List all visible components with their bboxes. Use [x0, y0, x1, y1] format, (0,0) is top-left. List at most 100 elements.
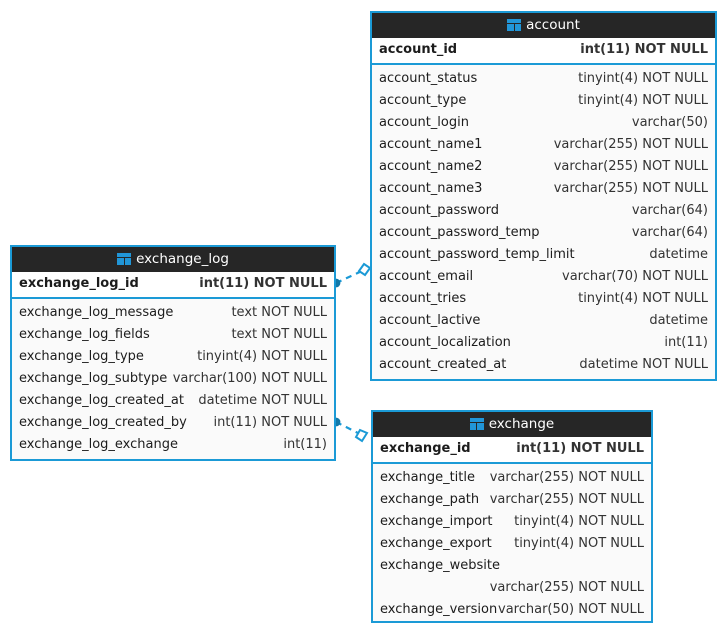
- column-name: exchange_log_fields: [19, 327, 150, 342]
- column-name: account_status: [379, 71, 478, 86]
- column-name: account_type: [379, 93, 467, 108]
- column-type: tinyint(4) NOT NULL: [514, 514, 644, 529]
- entity-table-exchange[interactable]: exchange exchange_id int(11) NOT NULL ex…: [371, 410, 653, 623]
- column-type: varchar(100) NOT NULL: [172, 371, 327, 386]
- column-type: datetime NOT NULL: [579, 357, 708, 372]
- table-grid-icon: [507, 19, 522, 31]
- column-type: tinyint(4) NOT NULL: [578, 71, 708, 86]
- column-name: account_name3: [379, 181, 483, 196]
- column-type: int(11): [664, 335, 708, 350]
- column-row[interactable]: account_lactive datetime: [372, 310, 715, 332]
- column-type: int(11) NOT NULL: [580, 42, 708, 57]
- column-name: account_password_temp: [379, 225, 540, 240]
- column-row[interactable]: account_name2 varchar(255) NOT NULL: [372, 156, 715, 178]
- entity-header-exchange-log: exchange_log: [12, 247, 334, 272]
- column-type: text NOT NULL: [231, 305, 327, 320]
- column-row[interactable]: account_status tinyint(4) NOT NULL: [372, 68, 715, 90]
- column-name: account_tries: [379, 291, 467, 306]
- entity-header-account: account: [372, 13, 715, 38]
- column-name: account_created_at: [379, 357, 507, 372]
- relationship-exchange-log-to-account[interactable]: [331, 262, 372, 288]
- column-row[interactable]: exchange_log_fields text NOT NULL: [12, 324, 334, 346]
- column-type: int(11) NOT NULL: [199, 276, 327, 291]
- entity-title: exchange_log: [136, 251, 229, 267]
- column-row[interactable]: account_password_temp varchar(64): [372, 222, 715, 244]
- column-row[interactable]: exchange_website varchar(255) NOT NULL: [373, 555, 651, 595]
- column-name: account_name2: [379, 159, 483, 174]
- entity-columns-account: account_status tinyint(4) NOT NULL accoun…: [372, 65, 715, 379]
- entity-table-exchange-log[interactable]: exchange_log exchange_log_id int(11) NOT…: [10, 245, 336, 461]
- column-row[interactable]: account_password varchar(64): [372, 200, 715, 222]
- column-type: datetime: [649, 247, 708, 262]
- column-name: account_name1: [379, 137, 483, 152]
- column-row[interactable]: exchange_log_created_at datetime NOT NULL: [12, 390, 334, 412]
- column-name: exchange_log_id: [19, 276, 139, 291]
- column-name: exchange_export: [380, 536, 492, 551]
- column-name: account_password_temp_limit: [379, 247, 575, 262]
- column-name: account_email: [379, 269, 474, 284]
- column-type: text NOT NULL: [231, 327, 327, 342]
- column-type: datetime NOT NULL: [198, 393, 327, 408]
- column-type: int(11) NOT NULL: [213, 415, 327, 430]
- column-type: varchar(50): [631, 115, 708, 130]
- entity-columns-exchange: exchange_title varchar(255) NOT NULL exch…: [373, 464, 651, 617]
- column-name: exchange_website: [380, 558, 500, 573]
- entity-primary-key-section: account_id int(11) NOT NULL: [372, 38, 715, 65]
- column-row-primary-key[interactable]: account_id int(11) NOT NULL: [372, 38, 715, 61]
- column-row[interactable]: account_email varchar(70) NOT NULL: [372, 266, 715, 288]
- column-type: varchar(64): [631, 203, 708, 218]
- column-row[interactable]: account_login varchar(50): [372, 112, 715, 134]
- entity-primary-key-section: exchange_log_id int(11) NOT NULL: [12, 272, 334, 299]
- table-grid-icon: [469, 418, 484, 430]
- entity-table-account[interactable]: account account_id int(11) NOT NULL acco…: [370, 11, 717, 381]
- column-row[interactable]: exchange_log_subtype varchar(100) NOT NUL…: [12, 368, 334, 390]
- column-name: exchange_log_created_at: [19, 393, 184, 408]
- column-row[interactable]: exchange_log_type tinyint(4) NOT NULL: [12, 346, 334, 368]
- relationship-line: [335, 270, 363, 284]
- column-name: account_password: [379, 203, 500, 218]
- relationship-exchange-log-to-exchange[interactable]: [331, 417, 369, 443]
- column-name: exchange_title: [380, 470, 475, 485]
- column-name: exchange_id: [380, 441, 471, 456]
- relationship-target-diamond: [354, 428, 369, 443]
- column-type: tinyint(4) NOT NULL: [578, 93, 708, 108]
- column-type: tinyint(4) NOT NULL: [197, 349, 327, 364]
- column-row[interactable]: exchange_log_message text NOT NULL: [12, 302, 334, 324]
- column-type: int(11): [283, 437, 327, 452]
- column-name: account_id: [379, 42, 458, 57]
- column-type: int(11) NOT NULL: [516, 441, 644, 456]
- column-name: exchange_path: [380, 492, 480, 507]
- column-row[interactable]: account_created_at datetime NOT NULL: [372, 354, 715, 376]
- column-type: varchar(255) NOT NULL: [489, 470, 644, 485]
- column-name: account_login: [379, 115, 469, 130]
- column-type: varchar(70) NOT NULL: [562, 269, 708, 284]
- column-row[interactable]: account_type tinyint(4) NOT NULL: [372, 90, 715, 112]
- column-row-primary-key[interactable]: exchange_id int(11) NOT NULL: [373, 437, 651, 460]
- column-type: varchar(50) NOT NULL: [498, 602, 644, 617]
- column-row[interactable]: account_password_temp_limit datetime: [372, 244, 715, 266]
- column-name: exchange_log_created_by: [19, 415, 187, 430]
- column-name: exchange_log_subtype: [19, 371, 168, 386]
- column-name: exchange_log_type: [19, 349, 144, 364]
- column-row[interactable]: exchange_log_created_by int(11) NOT NULL: [12, 412, 334, 434]
- entity-title: account: [526, 17, 580, 33]
- column-type: varchar(255) NOT NULL: [489, 580, 644, 595]
- column-type: varchar(64): [631, 225, 708, 240]
- column-row-primary-key[interactable]: exchange_log_id int(11) NOT NULL: [12, 272, 334, 295]
- column-type: varchar(255) NOT NULL: [553, 159, 708, 174]
- column-name: exchange_log_message: [19, 305, 174, 320]
- column-row[interactable]: exchange_title varchar(255) NOT NULL: [373, 467, 651, 489]
- column-name: account_lactive: [379, 313, 481, 328]
- column-type: datetime: [649, 313, 708, 328]
